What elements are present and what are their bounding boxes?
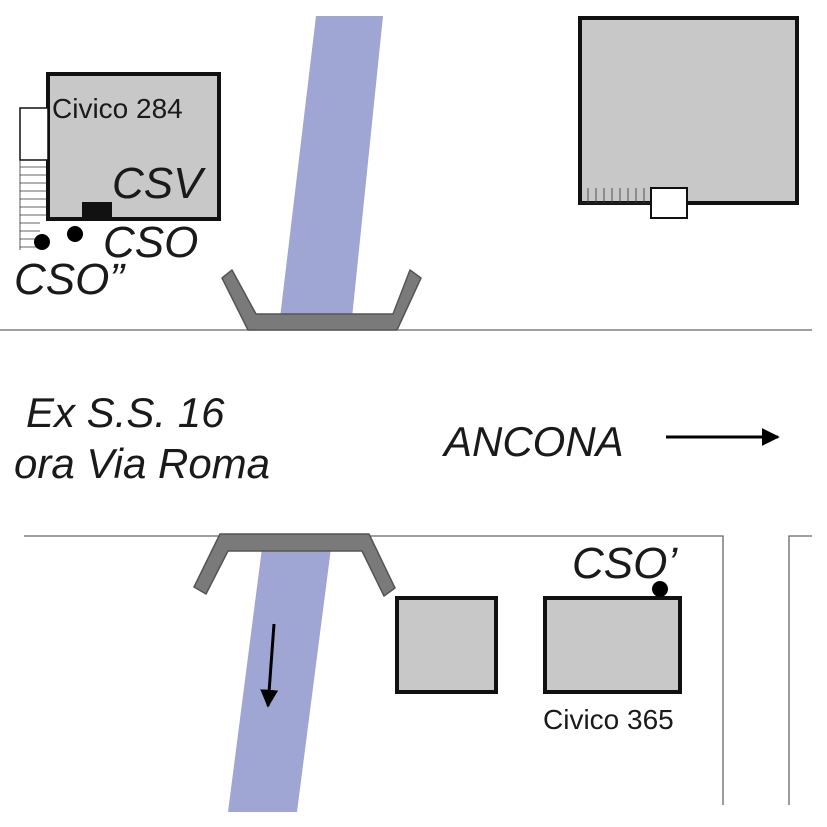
building-north-east-annex	[650, 187, 688, 219]
building-annex	[19, 107, 49, 161]
stairs-west	[19, 160, 46, 250]
stairs-north-east	[580, 188, 650, 204]
civico-284-label: Civico 284	[52, 93, 183, 124]
csv-outlet	[82, 202, 112, 220]
building-south-small	[395, 596, 498, 694]
building-civico-284	[46, 72, 221, 221]
cso-marker	[67, 226, 83, 242]
road-edge-south-east	[788, 535, 812, 805]
cso-prime-marker	[652, 581, 668, 597]
cso-label: CSO	[103, 218, 198, 267]
bridge-north	[221, 269, 422, 331]
cso-double-label: CSO”	[14, 255, 126, 304]
civico-365-label: Civico 365	[543, 704, 674, 735]
building-north-east	[578, 16, 799, 205]
cso-double-marker	[34, 234, 50, 250]
river-south	[228, 548, 331, 812]
building-civico-365	[543, 596, 682, 694]
road-name-line2: ora Via Roma	[14, 440, 270, 487]
road-name-line1: Ex S.S. 16	[26, 389, 225, 436]
direction-label: ANCONA	[441, 418, 624, 465]
cso-prime-label: CSO’	[572, 539, 678, 588]
arrow-down-icon	[260, 623, 279, 708]
csv-label: CSV	[112, 159, 206, 208]
river-north	[280, 16, 383, 318]
bridge-south	[193, 533, 396, 597]
